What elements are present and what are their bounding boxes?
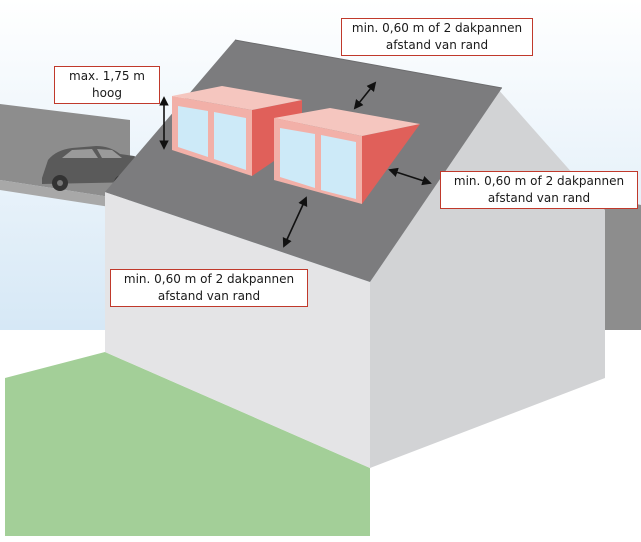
dormer-right-window-1 [280, 128, 315, 188]
dimension-arrow-icon [282, 196, 308, 248]
callout-bottom-margin: min. 0,60 m of 2 dakpannen afstand van r… [110, 269, 308, 307]
callout-side-margin-line2: afstand van rand [487, 191, 591, 205]
callout-height: max. 1,75 m hoog [54, 66, 160, 104]
dormer-left-window-2 [214, 112, 246, 170]
grass [5, 352, 370, 536]
callout-side-margin: min. 0,60 m of 2 dakpannen afstand van r… [440, 171, 638, 209]
dormer-left-window-1 [178, 106, 208, 157]
car-icon [42, 146, 140, 191]
callout-top-margin: min. 0,60 m of 2 dakpannen afstand van r… [341, 18, 533, 56]
dormer-right-window-2 [321, 135, 356, 199]
dormer-right [274, 108, 420, 204]
callout-side-margin-line1: min. 0,60 m of 2 dakpannen [453, 174, 625, 188]
callout-bottom-margin-line1: min. 0,60 m of 2 dakpannen [123, 272, 295, 286]
house-front-wall [105, 192, 370, 468]
dimension-arrow-icon [388, 167, 432, 186]
dimension-arrow-icon [353, 81, 377, 110]
road-edge [0, 180, 130, 210]
callout-top-margin-line1: min. 0,60 m of 2 dakpannen [351, 21, 523, 35]
callout-bottom-margin-line2: afstand van rand [157, 289, 261, 303]
callout-top-margin-line2: afstand van rand [385, 38, 489, 52]
callout-height-line1: max. 1,75 m [69, 69, 145, 83]
callout-height-line2: hoog [92, 86, 122, 100]
